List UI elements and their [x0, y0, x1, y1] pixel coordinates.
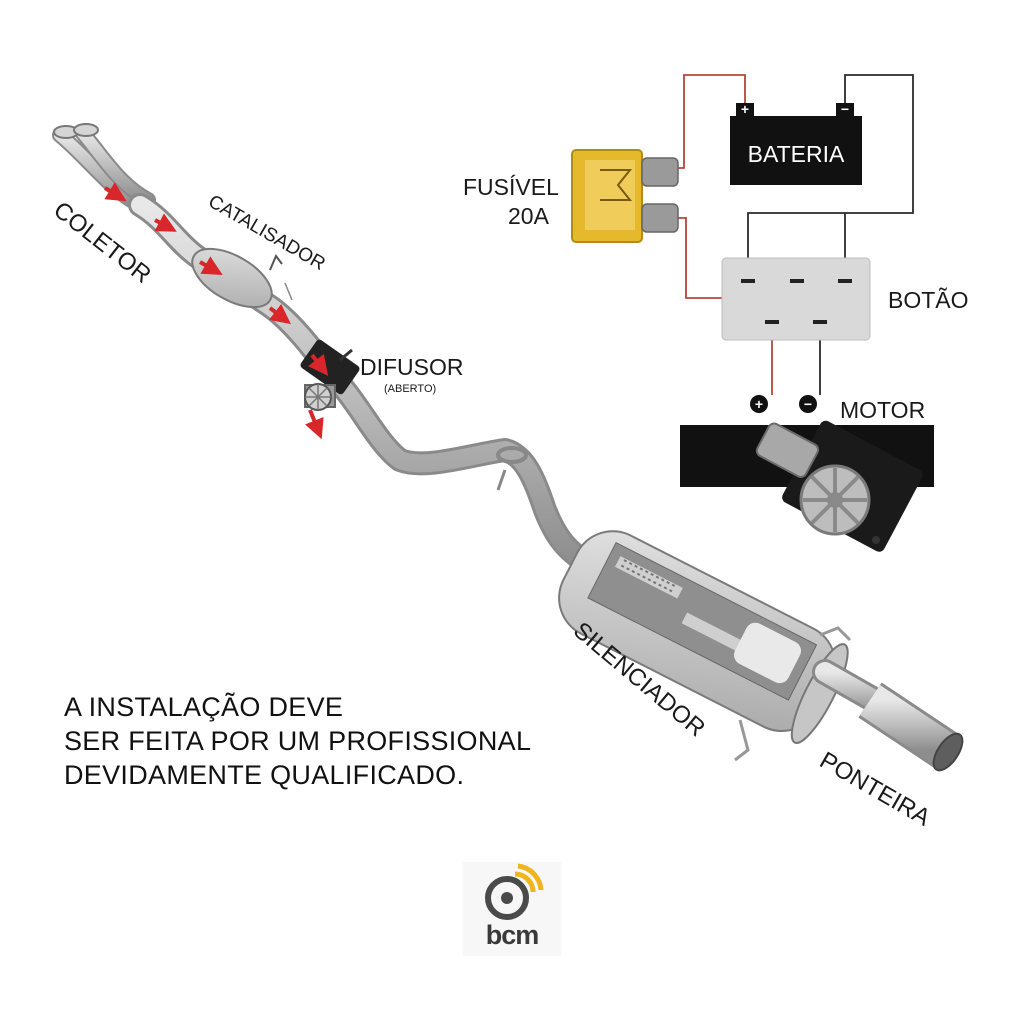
logo-text: bcm: [485, 920, 540, 950]
label-ponteira-text: PONTEIRA: [815, 747, 935, 832]
flow-arrows: [103, 182, 329, 376]
notice-line-3: DEVIDAMENTE QUALIFICADO.: [64, 760, 465, 790]
pipe-hanger: [496, 446, 528, 491]
label-bateria: BATERIA: [748, 141, 845, 167]
label-botao: BOTÃO: [888, 287, 969, 313]
bcm-logo: bcm: [463, 862, 561, 956]
label-difusor-state: (ABERTO): [384, 383, 436, 395]
motor-plus-sign: +: [755, 396, 763, 412]
coletor-manifold: [52, 123, 156, 213]
catalisador-leader: [284, 282, 293, 301]
battery-minus-sign: −: [841, 101, 849, 117]
label-difusor: DIFUSOR: [360, 354, 464, 380]
label-motor: MOTOR: [840, 397, 925, 423]
motor-plus-symbol: +: [750, 395, 768, 413]
bcm-logo-mark: [485, 863, 544, 920]
motor-minus-sign: −: [804, 396, 812, 412]
electrical-circuit: FUSÍVEL 20A + − BATERIA BOTÃO +: [463, 74, 969, 552]
notice-line-1: A INSTALAÇÃO DEVE: [64, 692, 344, 722]
battery-plus-sign: +: [741, 101, 749, 117]
motor-actuator: [680, 420, 934, 552]
notice-line-2: SER FEITA POR UM PROFISSIONAL: [64, 726, 532, 756]
fusivel-fuse: [571, 149, 679, 243]
motor-minus-symbol: −: [799, 395, 817, 413]
label-fusivel: FUSÍVEL: [463, 174, 559, 200]
botao-switch-box: [721, 257, 871, 341]
label-fusivel-rating: 20A: [508, 203, 550, 229]
silenciador-muffler: [558, 530, 849, 744]
ponteira-tailpipe: [812, 659, 964, 772]
bateria-battery: + − BATERIA: [730, 101, 862, 185]
difusor-cutout-valve: [300, 339, 360, 440]
installation-notice: A INSTALAÇÃO DEVE SER FEITA POR UM PROFI…: [64, 690, 534, 792]
